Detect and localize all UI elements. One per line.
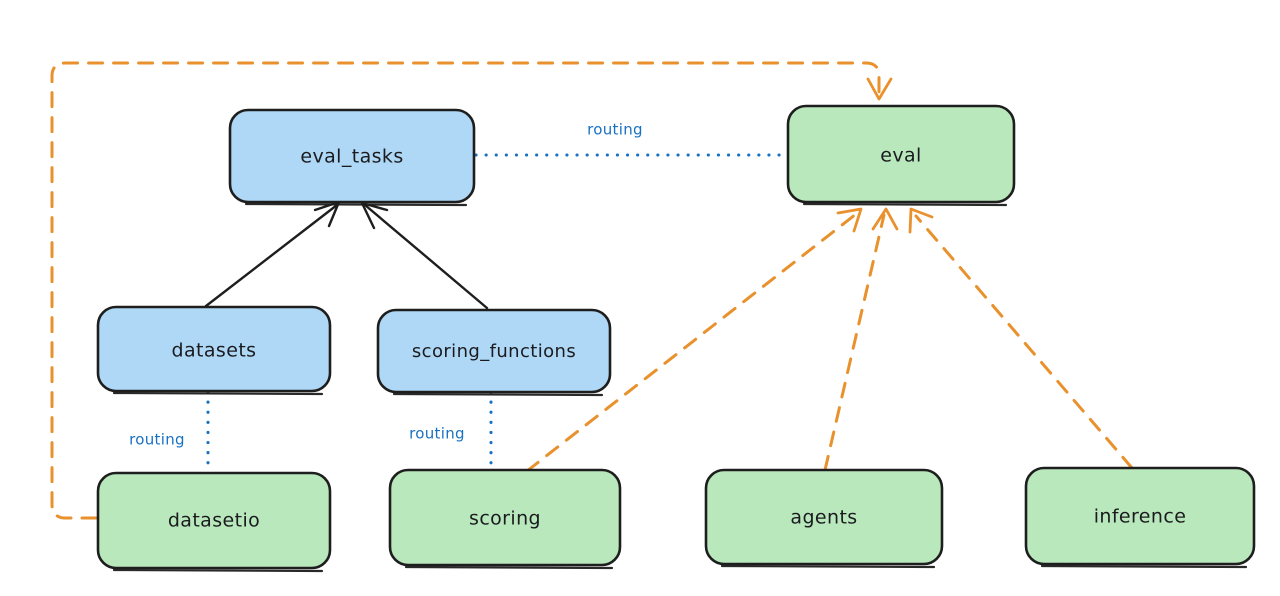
edge-label-routing-datasets-datasetio: routing	[129, 431, 185, 449]
node-scoring_functions-label: scoring_functions	[412, 341, 576, 362]
node-inference-label: inference	[1094, 506, 1187, 528]
node-eval-label: eval	[880, 145, 921, 167]
node-scoring_functions-shadow	[392, 392, 604, 397]
edge-scoring-to-eval[interactable]	[525, 207, 863, 473]
edge-agents-to-eval[interactable]	[823, 207, 899, 472]
node-eval[interactable]: eval	[786, 104, 1016, 207]
edge-path-scoring-eval	[525, 212, 858, 473]
node-eval-shadow	[802, 202, 1008, 207]
edge-path-agents-eval	[823, 213, 886, 472]
node-agents-box	[704, 468, 944, 566]
arrowhead-inference-eval	[908, 207, 934, 234]
node-eval_tasks-label: eval_tasks	[300, 146, 403, 168]
edge-labels: routing routing routing	[129, 121, 643, 449]
node-datasets-label: datasets	[172, 340, 257, 362]
node-inference-box	[1024, 466, 1256, 566]
dependency-edges	[50, 61, 1134, 520]
node-inference[interactable]: inference	[1024, 466, 1256, 569]
edge-path-inference-eval	[914, 214, 1134, 470]
node-datasets-box	[96, 305, 332, 393]
node-datasetio-shadow	[112, 568, 324, 573]
node-eval_tasks[interactable]: eval_tasks	[228, 108, 476, 207]
nodes: eval_tasks eval datasets scoring_functio…	[96, 104, 1256, 573]
node-datasets[interactable]: datasets	[96, 305, 332, 396]
edge-label-routing-scoring_functions-scoring: routing	[409, 425, 465, 443]
node-scoring-box	[388, 468, 622, 567]
arrowhead-scoring-eval	[836, 207, 863, 233]
edge-scoring_functions-to-eval_tasks[interactable]	[360, 201, 489, 310]
node-datasets-shadow	[112, 391, 324, 396]
node-inference-shadow	[1040, 564, 1248, 569]
edge-path-datasetio-eval	[50, 61, 881, 520]
node-datasetio-box	[96, 471, 332, 570]
node-datasetio-label: datasetio	[168, 510, 260, 532]
node-scoring-label: scoring	[469, 508, 541, 530]
node-eval-box	[786, 104, 1016, 204]
node-agents[interactable]: agents	[704, 468, 944, 569]
arrowhead-datasetio-eval	[866, 77, 893, 101]
edge-label-routing-eval_tasks-eval: routing	[587, 121, 643, 139]
node-datasetio[interactable]: datasetio	[96, 471, 332, 573]
arrowhead-agents-eval	[871, 207, 899, 231]
edge-path-datasets-eval_tasks	[204, 203, 339, 308]
node-scoring_functions-box	[376, 308, 612, 394]
routing-edges	[206, 153, 788, 474]
node-scoring_functions[interactable]: scoring_functions	[376, 308, 612, 397]
node-eval_tasks-shadow	[244, 202, 468, 207]
node-scoring[interactable]: scoring	[388, 468, 622, 570]
node-agents-label: agents	[790, 507, 857, 529]
edge-inference-to-eval[interactable]	[908, 207, 1134, 470]
edge-datasets-to-eval_tasks[interactable]	[204, 200, 341, 308]
composition-edges	[204, 200, 489, 310]
edge-datasetio-to-eval[interactable]	[50, 61, 893, 520]
node-agents-shadow	[720, 564, 936, 569]
edge-path-scoring_functions-eval_tasks	[363, 203, 489, 310]
node-scoring-shadow	[404, 565, 614, 570]
node-eval_tasks-box	[228, 108, 476, 204]
